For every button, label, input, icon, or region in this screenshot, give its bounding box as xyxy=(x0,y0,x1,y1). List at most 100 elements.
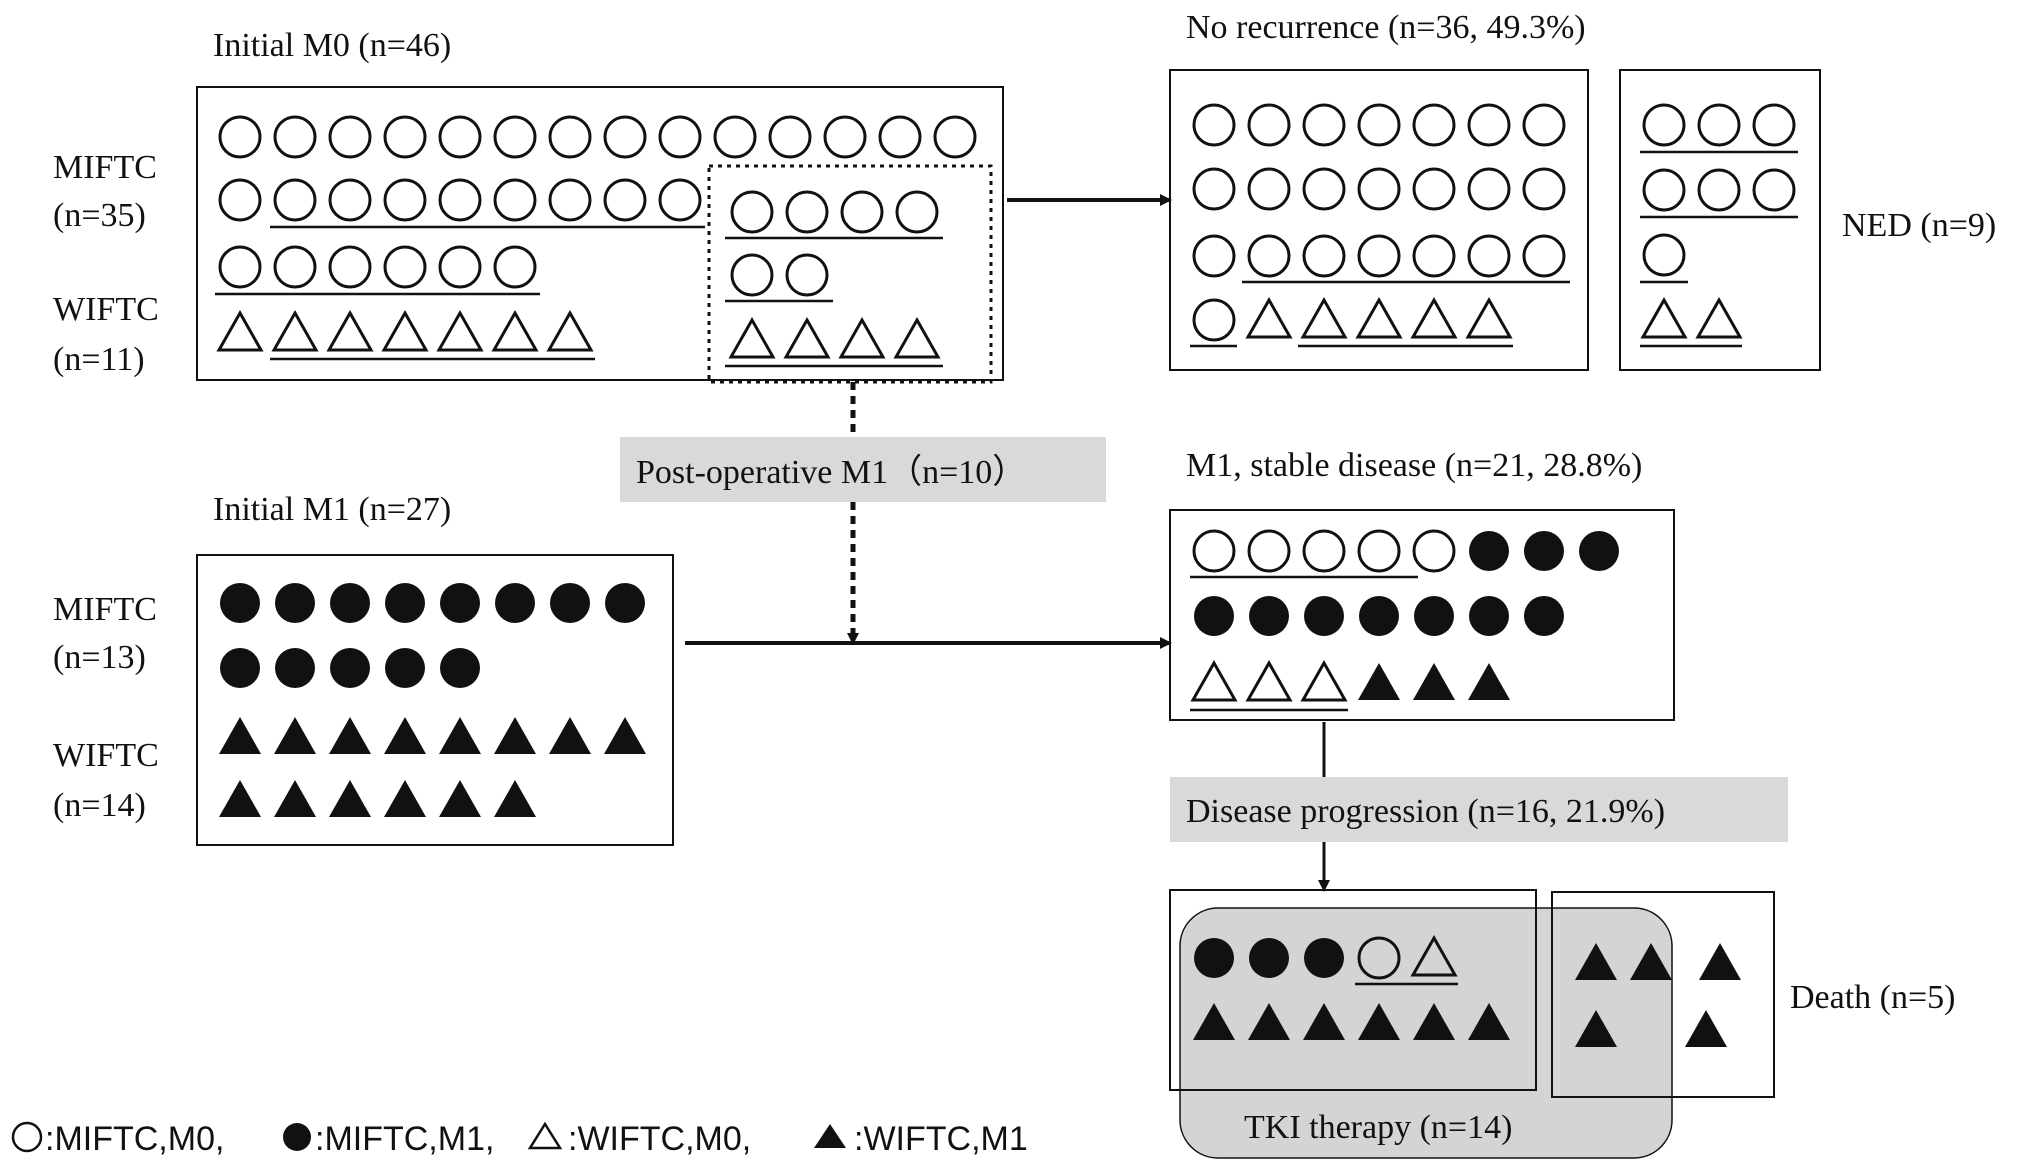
progression-left-box xyxy=(1169,889,1537,1091)
m0-miftc-n: (n=35) xyxy=(53,197,146,234)
prog-row2-filled-triangle-5 xyxy=(1413,1003,1455,1040)
norec-row1-open-circle-2 xyxy=(1247,103,1291,147)
ned-row4-open-triangle-2 xyxy=(1695,296,1743,339)
norec-row2-open-circle-6 xyxy=(1467,167,1511,211)
stable-row1-filled-circle-1 xyxy=(1469,531,1509,571)
stable-row2-filled-circle-4 xyxy=(1359,596,1399,636)
postop-open-triangle-1 xyxy=(728,316,776,359)
m1-row4-filled-triangle-4 xyxy=(384,780,426,817)
no-recurrence-title: No recurrence (n=36, 49.3%) xyxy=(1186,9,1586,46)
norec-row3-open-circle-5 xyxy=(1412,234,1456,278)
m1-row1-filled-circle-7 xyxy=(550,583,590,623)
death-row1-filled-triangle-3 xyxy=(1699,943,1741,980)
norec-row4-open-circle xyxy=(1192,298,1236,342)
m0-row1-open-circle-1 xyxy=(218,115,262,159)
group-underlines xyxy=(215,150,1798,986)
death-row1-filled-triangle-2 xyxy=(1630,943,1672,980)
m1-stable-title: M1, stable disease (n=21, 28.8%) xyxy=(1186,447,1642,484)
m1-row4-filled-triangle-2 xyxy=(274,780,316,817)
norec-row2-open-circle-2 xyxy=(1247,167,1291,211)
norec-row4-open-triangle-4 xyxy=(1410,296,1458,339)
stable-row3-filled-triangle-1 xyxy=(1358,663,1400,700)
ned-row2-open-circle-2 xyxy=(1697,168,1741,212)
m1-row1-filled-circle-5 xyxy=(440,583,480,623)
m1-row1-filled-circle-3 xyxy=(330,583,370,623)
m1-row1-filled-circle-2 xyxy=(275,583,315,623)
m1-row3-filled-triangle-2 xyxy=(274,717,316,754)
stable-row3-open-triangle-2 xyxy=(1245,659,1293,702)
m0-row1-open-circle-12 xyxy=(823,115,867,159)
stable-row1-open-circle-5 xyxy=(1412,529,1456,573)
ned-row4-open-triangle-1 xyxy=(1640,296,1688,339)
ned-row2-open-circle-1 xyxy=(1642,168,1686,212)
norec-row2-open-circle-4 xyxy=(1357,167,1401,211)
stable-row3-filled-triangle-2 xyxy=(1413,663,1455,700)
norec-row1-open-circle-4 xyxy=(1357,103,1401,147)
initial-m1-box xyxy=(196,554,674,846)
legend-open-circle-icon xyxy=(11,1121,43,1153)
m1-row1-filled-circle-1 xyxy=(220,583,260,623)
postop-open-circle-2 xyxy=(785,190,829,234)
m1-row3-filled-triangle-6 xyxy=(494,717,536,754)
legend-filled-triangle-icon xyxy=(814,1124,846,1148)
initial-m1-title: Initial M1 (n=27) xyxy=(213,491,451,528)
m0-row2-open-circle-7 xyxy=(548,178,592,222)
norec-row3-open-circle-2 xyxy=(1247,234,1291,278)
m1-row3-filled-triangle-8 xyxy=(604,717,646,754)
legend-text-miftc-m1: :MIFTC,M1, xyxy=(315,1120,494,1158)
postop-open-circle-4 xyxy=(895,190,939,234)
postop-open-triangle-2 xyxy=(783,316,831,359)
norec-row4-open-triangle-1 xyxy=(1245,296,1293,339)
m0-row3-open-circle-3 xyxy=(328,245,372,289)
postop-open-triangle-3 xyxy=(838,316,886,359)
m1-row2-filled-circle-4 xyxy=(385,648,425,688)
legend-open-triangle-icon xyxy=(527,1121,563,1150)
m0-row4-open-triangle-2 xyxy=(271,309,319,352)
postop-open-circle-b-2 xyxy=(785,253,829,297)
stable-row2-filled-circle-2 xyxy=(1249,596,1289,636)
legend-text-wiftc-m0: :WIFTC,M0, xyxy=(568,1120,751,1158)
ned-row1-open-circle-3 xyxy=(1752,103,1796,147)
m0-row3-open-circle-5 xyxy=(438,245,482,289)
norec-row2-open-circle-1 xyxy=(1192,167,1236,211)
postop-open-triangle-4 xyxy=(893,316,941,359)
prog-row2-filled-triangle-6 xyxy=(1468,1003,1510,1040)
m0-row2-open-circle-1 xyxy=(218,178,262,222)
m0-row3-open-circle-2 xyxy=(273,245,317,289)
prog-row1-open-triangle xyxy=(1410,934,1458,977)
death-box xyxy=(1551,891,1775,1098)
initial-m0-box xyxy=(196,86,1004,381)
m0-wiftc-n: (n=11) xyxy=(53,341,145,378)
norec-row2-open-circle-3 xyxy=(1302,167,1346,211)
norec-row3-open-circle-6 xyxy=(1467,234,1511,278)
norec-row3-open-circle-4 xyxy=(1357,234,1401,278)
m0-row4-open-triangle-1 xyxy=(216,309,264,352)
post-operative-label: Post-operative M1（n=10） xyxy=(636,453,1026,491)
death-row2-filled-triangle-1 xyxy=(1575,1010,1617,1047)
stable-row1-open-circle-3 xyxy=(1302,529,1346,573)
m0-row1-open-circle-9 xyxy=(658,115,702,159)
m0-row1-open-circle-2 xyxy=(273,115,317,159)
prog-row1-filled-circle-2 xyxy=(1249,938,1289,978)
stable-row1-filled-circle-3 xyxy=(1579,531,1619,571)
prog-row1-filled-circle-1 xyxy=(1194,938,1234,978)
prog-row1-open-circle xyxy=(1357,936,1401,980)
m0-row1-open-circle-4 xyxy=(383,115,427,159)
m1-row3-filled-triangle-3 xyxy=(329,717,371,754)
norec-row1-open-circle-7 xyxy=(1522,103,1566,147)
progression-label-bg xyxy=(1170,777,1788,842)
m1-row1-filled-circle-4 xyxy=(385,583,425,623)
m1-row3-filled-triangle-5 xyxy=(439,717,481,754)
m1-row2-filled-circle-1 xyxy=(220,648,260,688)
norec-row1-open-circle-3 xyxy=(1302,103,1346,147)
m1-stable-box xyxy=(1169,509,1675,721)
m0-row4-open-triangle-3 xyxy=(326,309,374,352)
stable-row2-filled-circle-3 xyxy=(1304,596,1344,636)
m0-row1-open-circle-5 xyxy=(438,115,482,159)
stable-row2-filled-circle-6 xyxy=(1469,596,1509,636)
legend-text-wiftc-m1: :WIFTC,M1 xyxy=(854,1120,1028,1158)
norec-row2-open-circle-5 xyxy=(1412,167,1456,211)
m0-row4-open-triangle-4 xyxy=(381,309,429,352)
m0-row4-open-triangle-7 xyxy=(546,309,594,352)
